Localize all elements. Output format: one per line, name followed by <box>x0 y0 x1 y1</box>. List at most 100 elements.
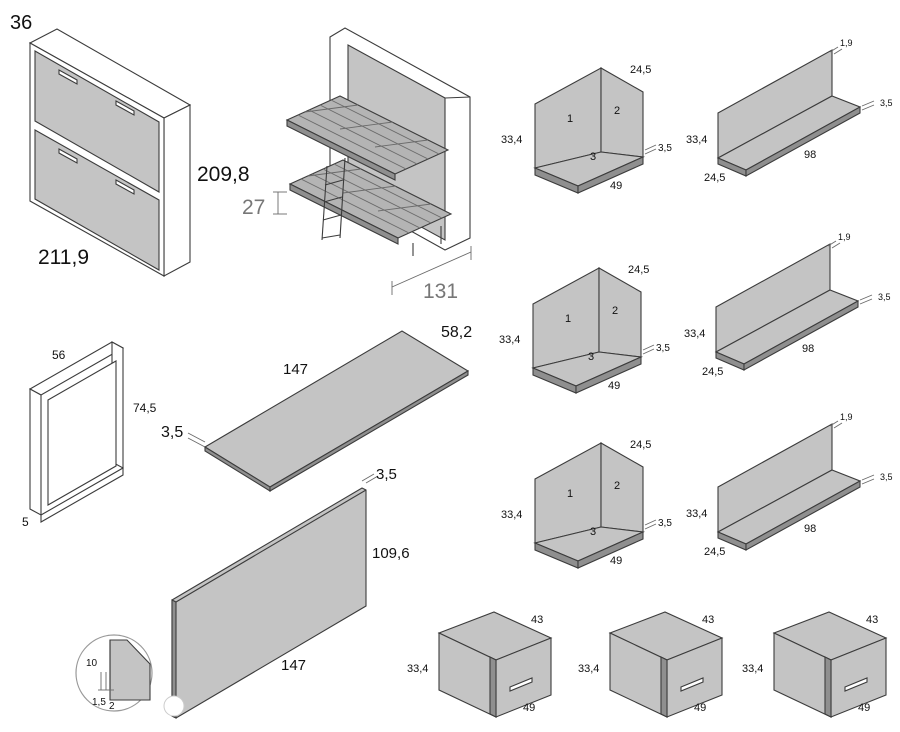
bed-height-label: 209,8 <box>197 163 250 186</box>
detail-marker-circle <box>163 695 185 717</box>
shelf-depth-label: 24,5 <box>630 64 651 76</box>
upper-bed-front <box>34 50 160 193</box>
face-label: 1 <box>567 113 573 125</box>
drawer-depth-label: 43 <box>866 614 878 626</box>
shelf-face-right <box>600 67 644 158</box>
shelf-face-right <box>598 267 642 358</box>
frame-opening <box>47 360 117 506</box>
desk-depth-label: 58,2 <box>441 324 472 341</box>
l-shelf: 1,9 3,5 33,4 24,5 98 <box>684 232 891 378</box>
l-shelf-thickness-label: 3,5 <box>878 292 891 302</box>
upper-bunk-rail <box>286 119 396 181</box>
l-shelf: 1,93,533,424,598 <box>686 38 893 184</box>
corner-shelves: 12333,424,53,54912333,424,53,54912333,42… <box>499 64 672 569</box>
bed-width-label: 211,9 <box>38 246 89 269</box>
l-shelf-top-thickness-label: 1,9 <box>840 38 853 48</box>
l-shelf-top-thickness-label: 1,9 <box>838 232 851 242</box>
ladder <box>321 157 346 241</box>
face-label: 2 <box>614 105 620 117</box>
l-shelf-height-label: 33,4 <box>684 328 705 340</box>
drawer-handle <box>844 677 868 692</box>
l-shelf-height-label: 33,4 <box>686 508 707 520</box>
drawer-width-label: 49 <box>694 702 706 714</box>
closed-bed-cabinet <box>28 28 192 277</box>
panel-thickness-label: 3,5 <box>376 466 397 483</box>
lower-bed-front <box>34 129 160 271</box>
drawer-boxes: 43 33,4 49 43 33,4 49 43 33,4 49 <box>407 611 888 718</box>
back-panel <box>171 473 379 719</box>
lower-bunk-rail <box>289 183 399 245</box>
upper-handle-1 <box>58 69 78 85</box>
shelf-height-label: 33,4 <box>501 134 522 146</box>
drawer-height-label: 33,4 <box>578 663 599 675</box>
bunk-gap-label: 27 <box>242 196 265 219</box>
drawer-handle <box>509 677 533 692</box>
corner-shelf: 1 2 3 33,4 24,5 3,5 49 <box>501 439 672 569</box>
drawer-depth-label: 43 <box>702 614 714 626</box>
l-shelf-depth-label: 24,5 <box>704 172 725 184</box>
drawer-depth-label: 43 <box>531 614 543 626</box>
desk-top <box>187 330 470 492</box>
shelf-thickness-label: 3,5 <box>656 343 670 354</box>
drawer-box: 43 33,4 49 <box>407 611 553 718</box>
cabinet-side <box>163 104 191 277</box>
open-bunk-bed <box>273 27 472 295</box>
shelf-height-label: 33,4 <box>499 334 520 346</box>
lower-bunk-slats <box>300 163 443 234</box>
upper-handle-2 <box>115 100 135 116</box>
l-shelf-length-label: 98 <box>804 149 816 161</box>
drawer-handle <box>680 677 704 692</box>
l-shelf: 1,93,533,424,598 <box>686 412 893 558</box>
panel-length-label: 147 <box>281 657 306 674</box>
lower-handle-1 <box>58 148 78 164</box>
detail-thickness-label: 2 <box>109 701 115 712</box>
desk-top-surface <box>203 330 470 488</box>
detail-height-label: 10 <box>86 658 98 669</box>
shelf-thickness-label: 3,5 <box>658 143 672 154</box>
face-label: 3 <box>590 526 596 538</box>
face-label: 3 <box>588 351 594 363</box>
panel-height-label: 109,6 <box>372 545 410 562</box>
frame-left-leg <box>29 388 42 516</box>
frame-width-label: 56 <box>52 348 66 362</box>
lower-handle-2 <box>115 179 135 195</box>
face-label: 1 <box>567 488 573 500</box>
frame-bottom-rail <box>40 467 124 523</box>
frame-thickness-label: 5 <box>22 515 29 529</box>
shelf-height-label: 33,4 <box>501 509 522 521</box>
face-label: 2 <box>614 480 620 492</box>
face-label: 1 <box>565 313 571 325</box>
drawer-width-label: 49 <box>523 702 535 714</box>
desk-frame <box>28 341 125 523</box>
shelf-depth-label: 24,5 <box>628 264 649 276</box>
l-shelf-depth-label: 24,5 <box>704 546 725 558</box>
upper-bunk-slats <box>297 99 440 170</box>
l-shelf-thickness-label: 3,5 <box>880 472 893 482</box>
shelf-width-label: 49 <box>610 180 622 192</box>
corner-shelf: 1 2 3 33,4 24,5 3,5 49 <box>501 64 672 194</box>
drawer-height-label: 33,4 <box>407 663 428 675</box>
l-shelf-length-label: 98 <box>802 343 814 355</box>
shelf-width-label: 49 <box>608 380 620 392</box>
joint-detail <box>75 634 185 717</box>
drawer-width-label: 49 <box>858 702 870 714</box>
shelf-width-label: 49 <box>610 555 622 567</box>
l-shelf-thickness-label: 3,5 <box>880 98 893 108</box>
l-shelf-top-thickness-label: 1,9 <box>840 412 853 422</box>
detail-offset-label: 1,5 <box>92 697 106 708</box>
desk-length-label: 147 <box>283 361 308 378</box>
figure-number: 36 <box>10 12 32 34</box>
shelf-depth-label: 24,5 <box>630 439 651 451</box>
frame-height-label: 74,5 <box>133 401 157 415</box>
l-shelves: 1,93,533,424,5981,93,533,424,5981,93,533… <box>684 38 893 558</box>
back-panel-face <box>171 487 367 719</box>
desk-thickness-label: 3,5 <box>161 424 183 441</box>
face-label: 3 <box>590 151 596 163</box>
l-shelf-depth-label: 24,5 <box>702 366 723 378</box>
bed-depth-label: 131 <box>423 280 458 303</box>
drawer-height-label: 33,4 <box>742 663 763 675</box>
drawer-box: 43 33,4 49 <box>742 611 888 718</box>
shelf-thickness-label: 3,5 <box>658 518 672 529</box>
